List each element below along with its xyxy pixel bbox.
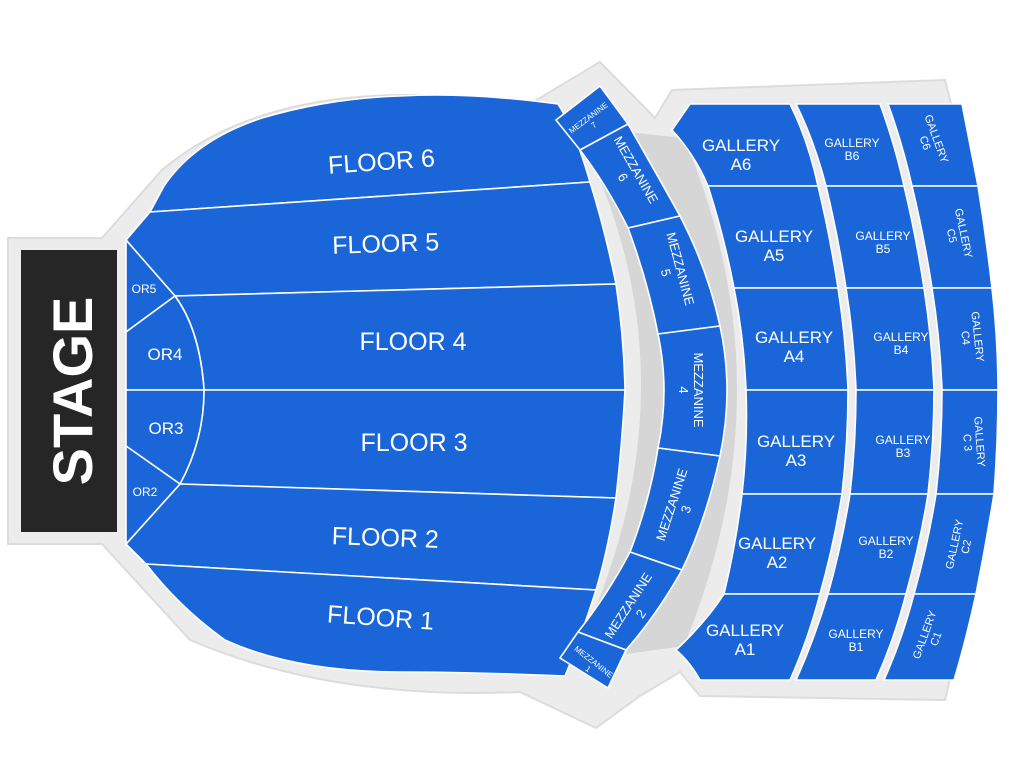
section-gallery-b1[interactable] xyxy=(794,593,908,681)
section-gallery-b4[interactable] xyxy=(845,287,935,391)
floor-sections xyxy=(124,94,626,677)
gallery-a-sections xyxy=(670,103,849,681)
section-gallery-a2[interactable] xyxy=(722,493,843,595)
section-mezzanine-1[interactable] xyxy=(558,631,628,690)
section-floor-4[interactable] xyxy=(173,283,626,391)
section-gallery-c3[interactable] xyxy=(935,389,999,495)
section-gallery-b3[interactable] xyxy=(849,389,935,495)
stage-block xyxy=(21,250,117,532)
section-gallery-c4[interactable] xyxy=(931,287,999,391)
gallery-b-sections xyxy=(794,103,935,681)
mezzanine-sections xyxy=(554,84,728,690)
section-gallery-a3[interactable] xyxy=(741,389,849,495)
section-gallery-a1[interactable] xyxy=(674,593,822,681)
section-gallery-c1[interactable] xyxy=(882,593,977,681)
orchestra-sections xyxy=(125,237,205,547)
stage-label: STAGE xyxy=(41,297,104,486)
section-or2[interactable] xyxy=(125,444,182,547)
section-gallery-a4[interactable] xyxy=(733,287,849,391)
section-floor-3[interactable] xyxy=(178,389,626,499)
section-mezzanine-4[interactable] xyxy=(657,325,728,457)
gallery-c-sections xyxy=(882,103,999,681)
stage: STAGE xyxy=(21,250,117,532)
